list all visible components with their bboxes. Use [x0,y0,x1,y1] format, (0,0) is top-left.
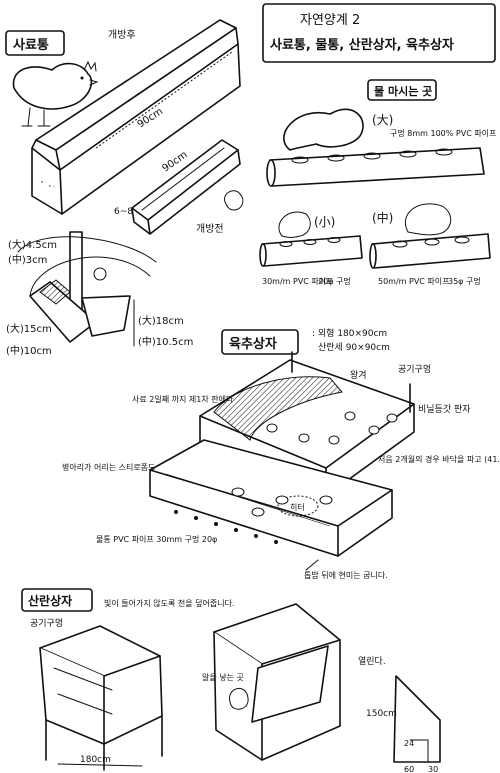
feeder-closed-illustration: 90cm 6~8 개방전 [114,139,244,235]
feeder-bottom-label: 개방전 [196,223,224,235]
chicken-illustration [12,60,99,127]
height-b: (中)10.5cm [138,335,193,348]
side-a: (大)15cm [6,322,52,335]
nest-side-profile: 150cm 24 60 30 [366,675,441,773]
feeder-title: 사료통 [13,37,49,53]
feeder-top-label: 개방후 [108,29,136,41]
brooder-label-cover: 왕겨 [350,370,367,381]
waterer-mid-pipe-label: 50m/m PVC 파이프 [378,276,450,286]
header-box: 자연양계 2 사료통, 물통, 산란상자, 육추상자 [262,3,496,63]
feeder-title-box [5,30,65,56]
nest-side-base: 30 [428,765,438,773]
hen-icon [229,688,249,710]
nest-flap [251,645,329,723]
nest-title-box [21,588,93,612]
waterer-mid-pipe: (中) 50m/m PVC 파이프 35φ 구멍 [369,203,491,286]
brooder-label-airhole: 공기구멍 [398,364,431,375]
waterer-title-box [367,79,437,101]
waterer-big-spec: 구멍 8mm 100% PVC 파이프 [390,128,496,138]
feeder-open-illustration: 90cm [31,19,241,215]
nest-label-open: 열린다. [358,656,386,667]
chicken-beak-icon [93,267,107,281]
brooder-label-vinyl: 비닐등갓 판자 [418,404,471,415]
waterer-mid-hole-label: 35φ 구멍 [448,276,481,286]
feeder-height-label: 6~8 [114,207,133,217]
waterer-mid-size: (中) [372,210,393,225]
waterer-section: 물 마시는 곳 (大) 구멍 8mm 100% PVC 파이프 (小) 30m/… [259,79,496,286]
nest-label-airhole: 공기구멍 [30,618,63,629]
brooder-section: 육추상자 : 외형 180×90cm 산란세 90×90cm [62,327,500,580]
chick-icon [224,190,244,211]
top-width-a: (大)4.5cm [8,238,57,251]
nest-width-label: 180cm [80,755,111,765]
brooder-size-inner: 산란세 90×90cm [318,341,390,353]
brooder-label-grass: 톱밥 뒤에 현미는 굽니다. [304,570,388,580]
small-chicken-icon [278,211,311,238]
feeder-section: 사료통 개방후 90cm 90 [5,19,244,235]
brooder-title: 육추상자 [229,336,277,352]
nest-height-label: 150cm [366,709,397,719]
brooder-title-box [221,329,299,355]
brooder-label-corner: 병아리가 어리는 스티로폼도 [62,462,155,472]
brooder-water-pipe [174,510,278,544]
waterer-small-pipe-label: 30m/m PVC 파이프 [262,276,334,286]
top-width-b: (中)3cm [8,253,47,266]
waterer-small-size: (小) [314,215,335,229]
height-a: (大)18cm [138,314,184,327]
waterer-big-size: (大) [372,113,393,127]
header-frame [262,3,496,63]
heater-circle [277,495,319,517]
big-chicken-icon [283,108,364,151]
mid-chicken-icon [404,203,452,236]
waterer-small-hole-label: 20φ 구멍 [318,276,351,286]
header-line2: 사료통, 물통, 산란상자, 육추상자 [270,37,454,53]
brooder-label-pipe: 물통 PVC 파이프 30mm 구멍 20φ [96,534,217,544]
waterer-big-pipe: (大) 구멍 8mm 100% PVC 파이프 [266,108,496,187]
cross-section-section: (大)4.5cm (中)3cm (大)15cm (中)10cm (大)18cm … [6,231,193,357]
chicks-lower [231,487,333,517]
nest-side-depth: 60 [404,765,414,773]
brooder-label-floor: 처음 2개월의 경우 바닥을 파고 (41.7㎡) 넓이로 펴게를 둡니다. [378,454,500,464]
nest-label-light: 빛이 들어가지 않도록 천을 덮어줍니다. [104,598,234,608]
nest-section: 산란상자 공기구멍 빛이 들어가지 않도록 천을 덮어줍니다. 180cm 알을… [21,588,441,773]
nest-box-open: 알을 낳는 곳 열린다. [202,603,386,761]
nest-box-closed: 180cm [39,625,163,771]
side-b: (中)10cm [6,344,52,357]
brooder-label-heat: 히터 [290,502,305,512]
waterer-small-pipe: (小) 30m/m PVC 파이프 20φ 구멍 [259,211,363,286]
brooder-label-feed: 사료 2일째 까지 제1차 판에다 [132,395,234,404]
chicks-upper [266,411,398,445]
brooder-size-outer: : 외형 180×90cm [312,327,387,339]
nest-side-inner: 24 [404,739,414,748]
waterer-title: 물 마시는 곳 [374,84,432,98]
header-line1: 자연양계 2 [300,13,360,28]
nest-label-perch: 알을 낳는 곳 [202,672,244,682]
nest-title: 산란상자 [28,593,72,608]
bran-cover [213,376,343,441]
